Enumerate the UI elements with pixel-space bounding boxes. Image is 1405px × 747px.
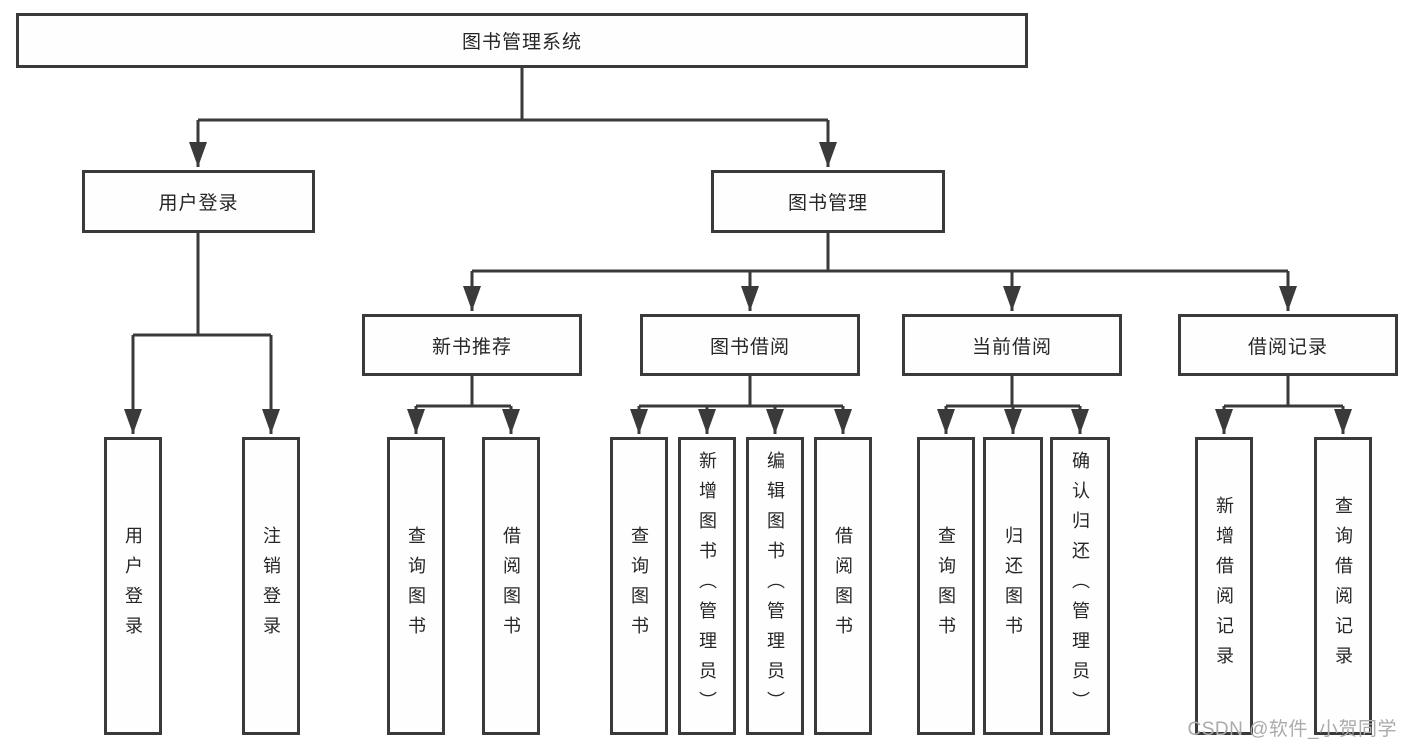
- leaf-query-books-current-label: 查询图书: [936, 526, 956, 646]
- node-root: 图书管理系统: [16, 13, 1028, 68]
- leaf-edit-book-admin: 编辑图书（管理员）: [746, 437, 804, 735]
- leaf-add-book-admin-label: 新增图书（管理员）: [697, 451, 717, 721]
- node-book-borrowing: 图书借阅: [640, 314, 860, 376]
- leaf-query-books-borrowing: 查询图书: [610, 437, 668, 735]
- node-user-login: 用户登录: [82, 170, 315, 233]
- leaf-logout: 注销登录: [242, 437, 300, 735]
- leaf-query-books-recommend-label: 查询图书: [406, 526, 426, 646]
- leaf-query-borrow-record: 查询借阅记录: [1314, 437, 1372, 735]
- node-borrowing-records: 借阅记录: [1178, 314, 1398, 376]
- leaf-user-login: 用户登录: [104, 437, 162, 735]
- leaf-user-login-label: 用户登录: [123, 526, 143, 646]
- watermark: CSDN @软件_小贺同学: [1187, 719, 1397, 740]
- leaf-add-borrow-record-label: 新增借阅记录: [1214, 496, 1234, 676]
- leaf-query-books-current: 查询图书: [917, 437, 975, 735]
- node-new-book-recommend: 新书推荐: [362, 314, 582, 376]
- leaf-confirm-return-admin-label: 确认归还（管理员）: [1070, 451, 1090, 721]
- leaf-query-borrow-record-label: 查询借阅记录: [1333, 496, 1353, 676]
- leaf-query-books-borrowing-label: 查询图书: [629, 526, 649, 646]
- leaf-borrow-books: 借阅图书: [814, 437, 872, 735]
- node-book-management: 图书管理: [711, 170, 945, 233]
- leaf-query-books-recommend: 查询图书: [387, 437, 445, 735]
- leaf-borrow-books-recommend: 借阅图书: [482, 437, 540, 735]
- leaf-add-book-admin: 新增图书（管理员）: [678, 437, 736, 735]
- leaf-borrow-books-recommend-label: 借阅图书: [501, 526, 521, 646]
- node-current-borrowing: 当前借阅: [902, 314, 1122, 376]
- leaf-return-book: 归还图书: [983, 437, 1043, 735]
- leaf-add-borrow-record: 新增借阅记录: [1195, 437, 1253, 735]
- leaf-edit-book-admin-label: 编辑图书（管理员）: [765, 451, 785, 721]
- leaf-logout-label: 注销登录: [261, 526, 281, 646]
- leaf-confirm-return-admin: 确认归还（管理员）: [1050, 437, 1110, 735]
- leaf-return-book-label: 归还图书: [1003, 526, 1023, 646]
- leaf-borrow-books-label: 借阅图书: [833, 526, 853, 646]
